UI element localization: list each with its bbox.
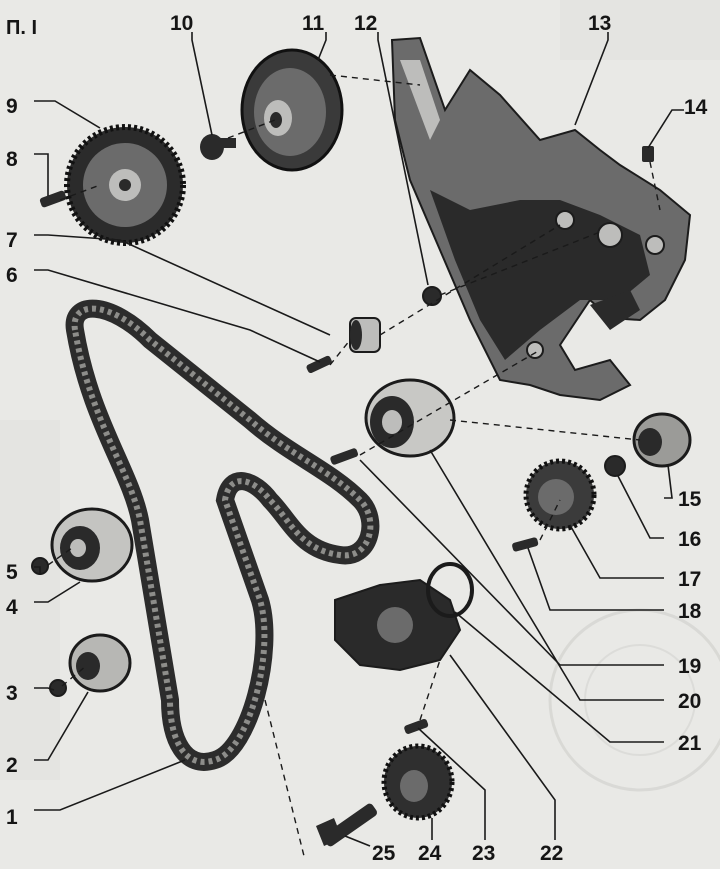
background-texture bbox=[548, 608, 720, 792]
callout-18: 18 bbox=[678, 600, 702, 623]
part-4-tensioner bbox=[50, 507, 134, 583]
part-17-sprocket bbox=[523, 458, 597, 532]
callout-10: 10 bbox=[170, 12, 193, 35]
callout-17: 17 bbox=[678, 568, 701, 591]
part-6-bushing bbox=[349, 317, 381, 353]
alignment-axes bbox=[47, 74, 661, 861]
callout-12: 12 bbox=[354, 12, 377, 35]
callout-11: 11 bbox=[302, 12, 325, 35]
callout-21: 21 bbox=[678, 732, 702, 755]
callout-4: 4 bbox=[6, 596, 18, 619]
part-9-camshaft-sprocket bbox=[64, 124, 186, 246]
part-13-timing-cover bbox=[390, 36, 692, 402]
part-3-nut bbox=[49, 679, 67, 697]
callout-20: 20 bbox=[678, 690, 701, 713]
callout-2: 2 bbox=[6, 754, 18, 777]
part-15-roller bbox=[632, 412, 692, 468]
callout-3: 3 bbox=[6, 682, 18, 705]
part-25-crank-bolt bbox=[316, 803, 378, 847]
callout-24: 24 bbox=[418, 842, 442, 865]
part-10-nut bbox=[200, 134, 236, 160]
figure-label: П. I bbox=[6, 17, 37, 39]
part-21-gasket bbox=[426, 562, 474, 618]
callout-19: 19 bbox=[678, 655, 701, 678]
leader-lines bbox=[34, 32, 684, 847]
part-16-nut bbox=[604, 455, 626, 477]
part-7-bolt bbox=[306, 355, 332, 374]
callout-22: 22 bbox=[540, 842, 563, 865]
part-18-bolt bbox=[512, 537, 539, 552]
part-22-water-pump bbox=[334, 578, 462, 672]
part-19-bolt bbox=[330, 448, 359, 465]
part-23-bolt bbox=[404, 718, 429, 734]
callout-numbers: 1 2 3 4 5 6 7 8 9 10 11 12 13 14 15 16 1… bbox=[6, 12, 708, 865]
part-1-timing-belt bbox=[65, 299, 380, 771]
callout-6: 6 bbox=[6, 264, 18, 287]
callout-7: 7 bbox=[6, 229, 18, 252]
part-14-stud bbox=[642, 146, 654, 162]
callout-14: 14 bbox=[684, 96, 708, 119]
part-12-sleeve bbox=[422, 286, 442, 306]
callout-9: 9 bbox=[6, 95, 18, 118]
callout-13: 13 bbox=[588, 12, 611, 35]
part-8-bolt bbox=[39, 190, 67, 208]
callout-5: 5 bbox=[6, 561, 18, 584]
part-20-roller bbox=[364, 378, 456, 458]
part-24-crank-sprocket bbox=[381, 743, 455, 821]
callout-1: 1 bbox=[6, 806, 18, 829]
callout-25: 25 bbox=[372, 842, 396, 865]
part-2-idler bbox=[68, 633, 132, 693]
callout-23: 23 bbox=[472, 842, 495, 865]
callout-8: 8 bbox=[6, 148, 18, 171]
part-11-pulley bbox=[240, 48, 344, 172]
callout-16: 16 bbox=[678, 528, 701, 551]
callout-15: 15 bbox=[678, 488, 702, 511]
